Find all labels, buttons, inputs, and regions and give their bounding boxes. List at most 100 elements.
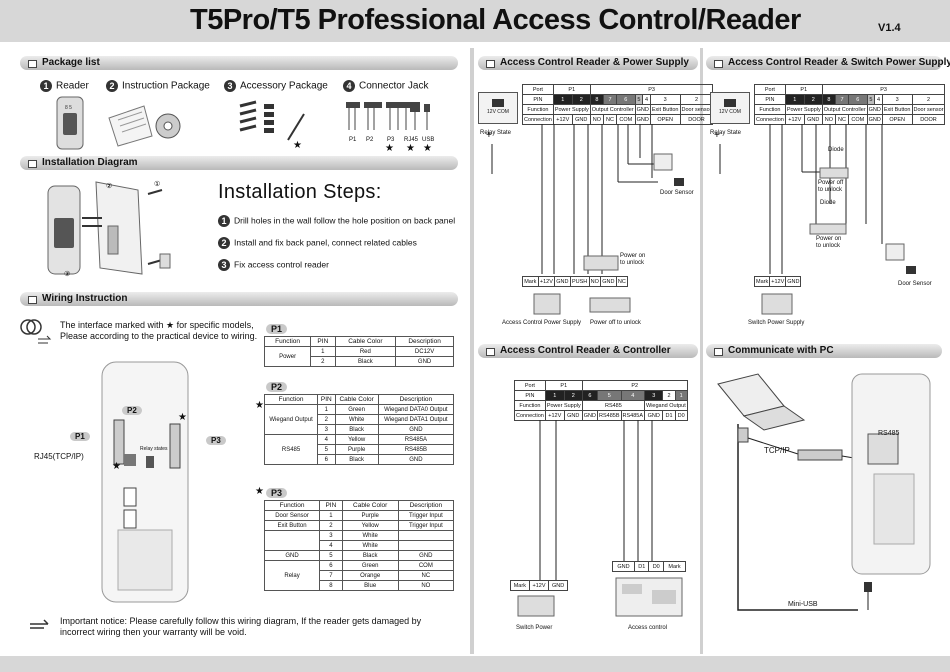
switch-power-on-label: Power on to unlock — [816, 236, 842, 249]
section-reader-controller: Access Control Reader & Controller — [478, 344, 698, 358]
switch-power-off-label: Power off to unlock — [818, 180, 844, 193]
access-control-power-supply-label: Access Control Power Supply — [502, 320, 582, 326]
star-icon: ★ — [178, 412, 187, 423]
door-sensor-label: Door Sensor — [660, 190, 694, 196]
section-wiring-instruction: Wiring Instruction — [20, 292, 458, 306]
p2-marker: P2 — [122, 406, 142, 415]
th-description: Description — [395, 336, 454, 347]
star-icon: ★ — [385, 143, 394, 154]
svg-text:②: ② — [106, 182, 112, 190]
hand-note-icon — [20, 319, 52, 344]
p2-table-title: P2 — [266, 382, 288, 392]
p3-marker: P3 — [206, 436, 226, 445]
diode-label-1: Diode — [828, 147, 844, 153]
power-on-unlock-label: Power on to unlock — [620, 253, 646, 266]
switch-supply-image — [761, 293, 793, 315]
installation-steps-heading: Installation Steps: — [218, 181, 382, 203]
star-icon: ★ — [423, 143, 432, 154]
power-wiring-lines: + — [486, 124, 684, 274]
svg-text:①: ① — [154, 180, 160, 188]
connector-label-p1: P1 — [349, 137, 357, 143]
p1-marker: P1 — [70, 432, 90, 441]
reader-back-panel — [101, 361, 189, 603]
controller-wiring-lines — [539, 420, 653, 580]
diode-label-2: Diode — [820, 200, 836, 206]
page-title: T5Pro/T5 Professional Access Control/Rea… — [190, 4, 801, 36]
installation-drawing: ② ① ③ — [47, 180, 171, 278]
section-package-list: Package list — [20, 56, 458, 70]
section-reader-switch: Access Control Reader & Switch Power Sup… — [706, 56, 950, 70]
th-function: Function — [263, 336, 312, 347]
svg-text:③: ③ — [64, 270, 70, 278]
access-control-image — [615, 577, 683, 617]
accessory-package-image — [239, 100, 305, 141]
pc-communication-diagram — [717, 373, 931, 611]
section-communicate-pc: Communicate with PC — [706, 344, 942, 358]
column-divider-right — [700, 48, 703, 654]
column-divider — [470, 48, 474, 654]
header-bar — [0, 0, 950, 42]
switch-power-label: Switch Power — [516, 625, 553, 631]
th-cable-color: Cable Color — [334, 336, 397, 347]
star-icon: ★ — [293, 140, 302, 151]
wiring-note: The interface marked with ★ for specific… — [60, 320, 258, 341]
power-supply-image — [533, 293, 631, 315]
mini-usb-label: Mini-USB — [788, 601, 818, 608]
connector-label-rj45: RJ45 — [404, 137, 419, 143]
important-notice: Important notice: Please carefully follo… — [60, 616, 422, 637]
instruction-package-image — [108, 105, 181, 147]
relay-com-block: 12V COM — [478, 92, 518, 124]
section-installation-diagram: Installation Diagram — [20, 156, 458, 170]
connector-label-usb: USB — [422, 137, 435, 143]
star-icon: ★ — [406, 143, 415, 154]
p3-table-title: P3 — [266, 488, 288, 498]
switch-relay-state-label: Relay State — [710, 130, 742, 136]
power-off-unlock-label: Power off to unlock — [590, 320, 641, 326]
switch-power-supply-label: Switch Power Supply — [748, 320, 805, 326]
pointing-hand-icon — [30, 619, 49, 629]
section-reader-power: Access Control Reader & Power Supply — [478, 56, 698, 70]
svg-text:8 5: 8 5 — [65, 105, 72, 111]
star-icon: ★ — [255, 400, 264, 411]
switch-door-sensor-label: Door Sensor — [898, 281, 932, 287]
reader-image: 8 5 — [56, 96, 84, 150]
rs485-label: RS485 — [878, 430, 900, 437]
switch-relay-com-block: 12V COM — [710, 92, 750, 124]
version-label: V1.4 — [878, 22, 901, 34]
connector-label-p3: P3 — [387, 137, 395, 143]
footer-bar — [0, 656, 950, 672]
rj45-label: RJ45(TCP/IP) — [34, 452, 84, 461]
th-pin: PIN — [310, 336, 336, 347]
relay-state-label: Relay State — [480, 130, 512, 136]
star-icon: ★ — [112, 461, 121, 472]
star-icon: ★ — [255, 486, 264, 497]
tcpip-label: TCP/IP — [764, 446, 790, 455]
connector-jacks-image — [346, 102, 430, 130]
